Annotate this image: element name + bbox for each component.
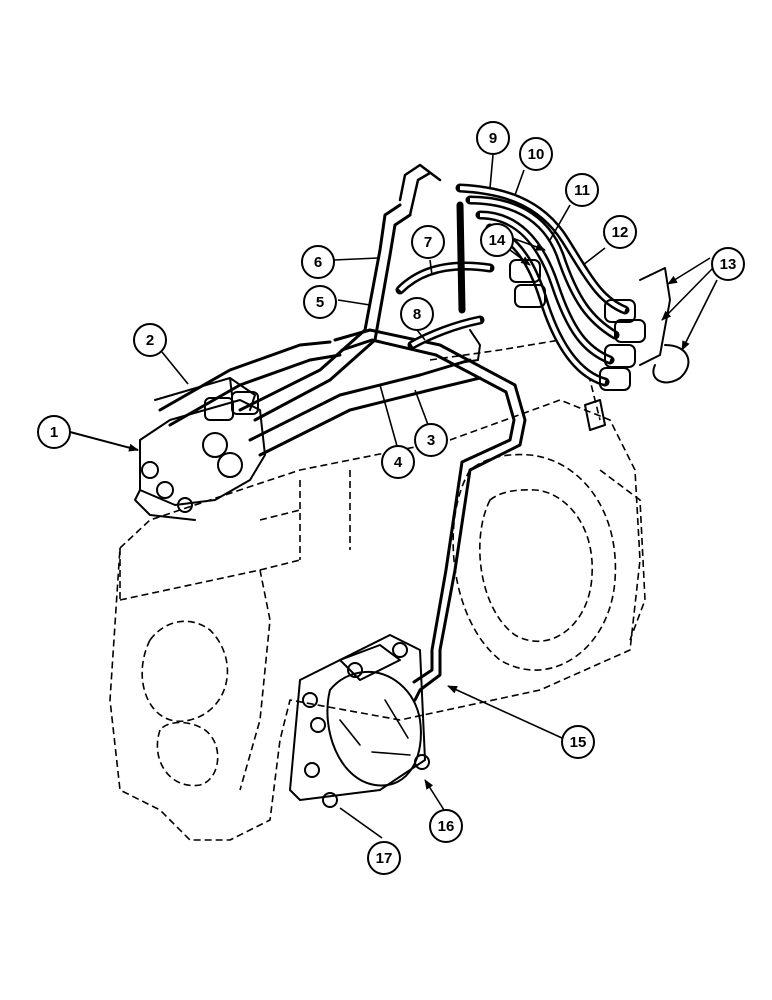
leader-line-8	[416, 329, 426, 341]
leader-line-14b	[511, 237, 546, 251]
leader-line-14a	[509, 249, 531, 266]
callout-label: 6	[314, 254, 322, 271]
callout-label: 11	[574, 182, 590, 199]
callout-label: 5	[316, 294, 324, 311]
callout-label: 2	[146, 332, 154, 349]
leader-line-10	[514, 169, 525, 196]
control-valve	[134, 377, 266, 521]
leader-line-13b	[661, 267, 714, 321]
callout-11: 11	[565, 173, 599, 207]
leader-line-5	[337, 299, 371, 306]
leader-line-13a	[667, 257, 711, 285]
callout-label: 17	[376, 850, 393, 867]
leader-line-6	[333, 257, 379, 261]
callout-10: 10	[519, 137, 553, 171]
callout-12: 12	[603, 215, 637, 249]
callout-label: 8	[413, 306, 421, 323]
callout-4: 4	[381, 445, 415, 479]
callout-label: 12	[612, 224, 629, 241]
callout-13: 13	[711, 247, 745, 281]
leader-line-3	[414, 389, 431, 431]
callout-17: 17	[367, 841, 401, 875]
callout-1: 1	[37, 415, 71, 449]
pump-cover	[289, 634, 430, 808]
callout-2: 2	[133, 323, 167, 357]
callout-label: 1	[50, 424, 58, 441]
hydraulic-hoses	[395, 183, 690, 431]
leader-line-16	[424, 779, 445, 811]
callout-5: 5	[303, 285, 337, 319]
callout-3: 3	[414, 423, 448, 457]
callout-label: 16	[438, 818, 455, 835]
leader-line-9	[489, 154, 494, 189]
callout-label: 13	[720, 256, 737, 273]
leader-line-15	[447, 685, 563, 739]
callout-16: 16	[429, 809, 463, 843]
callout-15: 15	[561, 725, 595, 759]
leader-lines	[69, 154, 718, 839]
leader-line-1	[69, 431, 139, 452]
leader-line-13c	[681, 279, 718, 351]
leader-line-4	[379, 384, 398, 447]
leader-line-7	[429, 259, 433, 276]
callout-7: 7	[411, 225, 445, 259]
callout-label: 15	[570, 734, 587, 751]
leader-line-2	[161, 351, 189, 385]
callout-label: 3	[427, 432, 435, 449]
callout-label: 9	[489, 130, 497, 147]
callout-label: 14	[489, 232, 506, 249]
transmission-housing	[109, 339, 646, 841]
callout-6: 6	[301, 245, 335, 279]
callout-label: 10	[528, 146, 545, 163]
leader-line-11	[549, 204, 571, 241]
leader-line-17	[339, 807, 383, 839]
callout-14: 14	[480, 223, 514, 257]
leader-line-12	[582, 247, 606, 266]
callout-label: 4	[394, 454, 403, 471]
callout-9: 9	[476, 121, 510, 155]
callouts: 1 2 3 4 5 6 7 8 9 10 11 12 13 14 15 16 1…	[37, 121, 745, 875]
callout-8: 8	[400, 297, 434, 331]
callout-label: 7	[424, 234, 432, 251]
